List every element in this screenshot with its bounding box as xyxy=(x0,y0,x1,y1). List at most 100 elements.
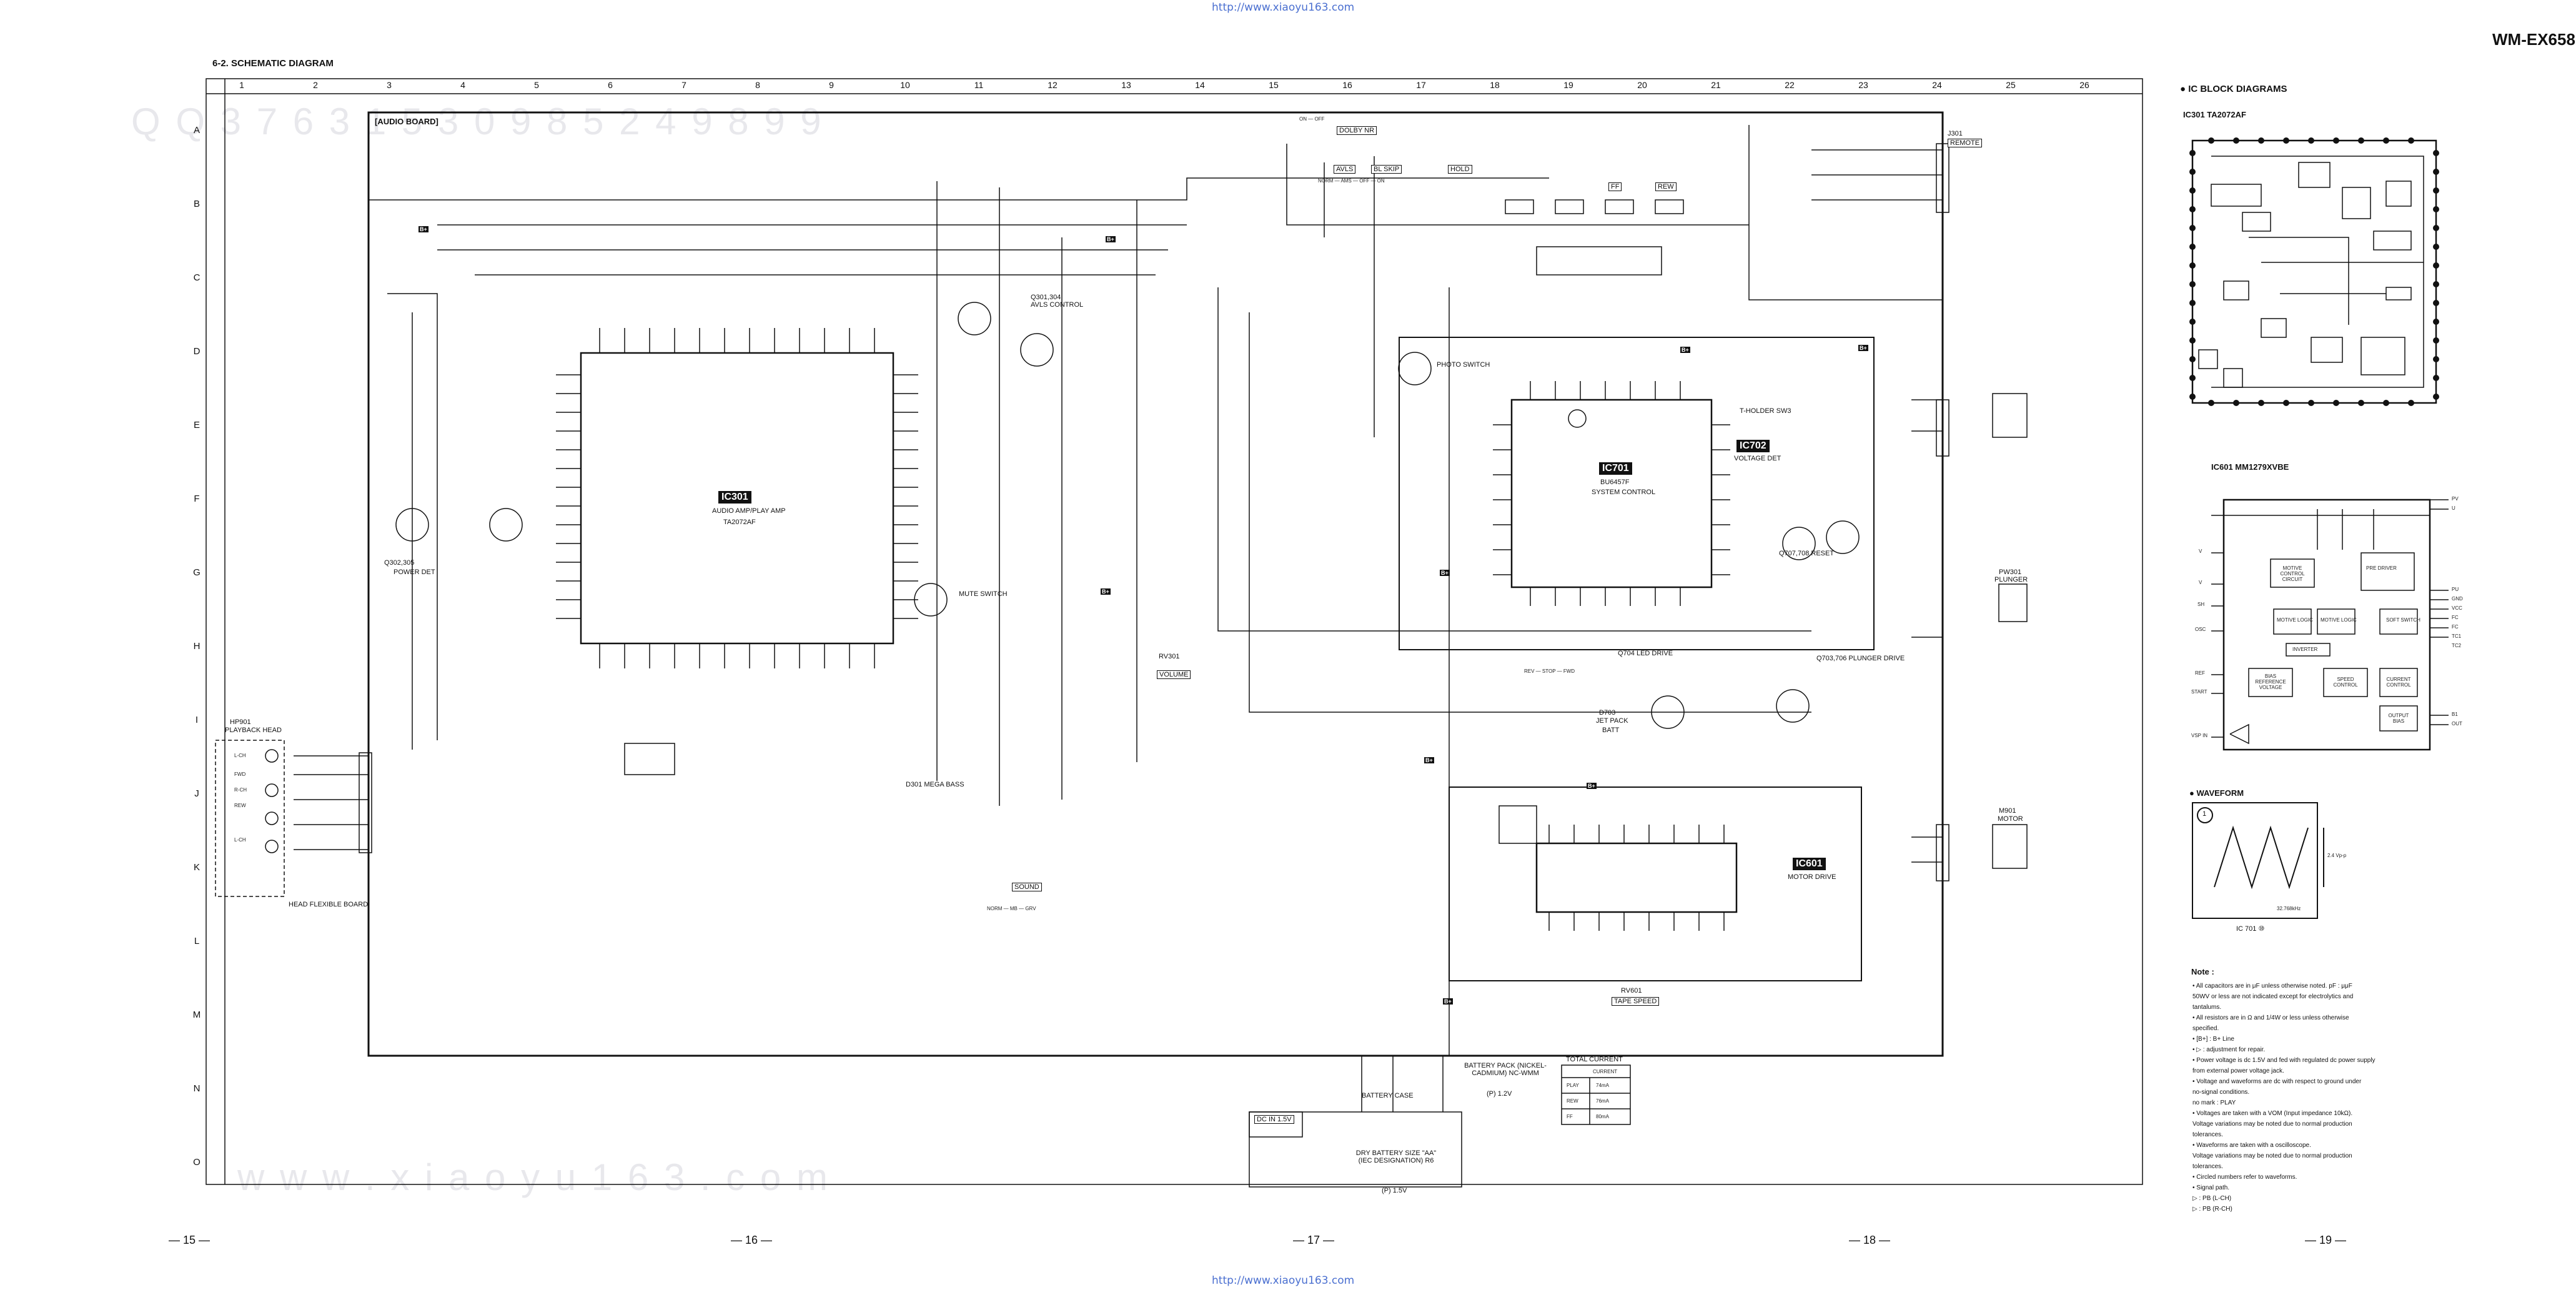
plunger-label: PLUNGER xyxy=(1994,576,2028,583)
ic601-block: BIAS REFERENCE VOLTAGE xyxy=(2255,673,2286,690)
col-label: 11 xyxy=(974,80,984,90)
remote-label: REMOTE xyxy=(1948,139,1983,147)
plunger-drive-label: Q703,706 PLUNGER DRIVE xyxy=(1816,655,1905,662)
head-flexible-label: HEAD FLEXIBLE BOARD xyxy=(289,901,369,908)
waveform-source: IC 701 ⑩ xyxy=(2236,925,2265,933)
note-line: tolerances. xyxy=(2192,1163,2223,1170)
page-number: — 19 — xyxy=(2305,1234,2347,1246)
waveform-amplitude: 2.4 Vp-p xyxy=(2327,853,2347,858)
row-label: H xyxy=(193,641,201,652)
note-line: Voltage variations may be noted due to n… xyxy=(2192,1153,2352,1159)
note-line: • Voltages are taken with a VOM (Input i… xyxy=(2192,1110,2353,1117)
col-label: 18 xyxy=(1490,80,1500,90)
row-ruler: A B C D E F G H I J K L M N O xyxy=(187,125,206,1187)
ic601-block: MOTIVE LOGIC xyxy=(2277,617,2313,623)
column-ruler: 1 2 3 4 5 6 7 8 9 10 11 12 13 14 15 16 1… xyxy=(206,80,2143,94)
motor-drive-area xyxy=(1449,786,1862,981)
s704-switch: REW xyxy=(1655,182,1677,191)
ic601-tag: IC601 xyxy=(1793,858,1826,870)
ic601-block: MOTIVE CONTROL CIRCUIT xyxy=(2280,565,2305,582)
total-current-title: TOTAL CURRENT xyxy=(1566,1056,1623,1063)
dry-battery-label: DRY BATTERY SIZE "AA" (IEC DESIGNATION) … xyxy=(1355,1149,1437,1164)
ic601-pin-left: VSP IN xyxy=(2191,733,2208,738)
head-pin: R-CH xyxy=(234,787,247,793)
j301-label: J301 xyxy=(1948,130,1963,137)
pw301-label: PW301 xyxy=(1999,568,2022,576)
ic601-pin-left: START xyxy=(2191,689,2207,695)
ic601-block: PRE DRIVER xyxy=(2366,565,2397,571)
ic601-pin-right: B1 xyxy=(2452,712,2458,717)
audio-board-title: [AUDIO BOARD] xyxy=(375,117,438,126)
note-line: from external power voltage jack. xyxy=(2192,1068,2284,1074)
ic702-desc: VOLTAGE DET xyxy=(1734,455,1781,462)
col-label: 10 xyxy=(900,80,910,90)
col-label: 4 xyxy=(460,80,465,90)
ic601-block: CURRENT CONTROL xyxy=(2386,677,2411,688)
ic301-block-outline xyxy=(2191,139,2437,404)
note-line: • Waveforms are taken with a oscilloscop… xyxy=(2192,1142,2311,1149)
source-url-top[interactable]: http://www.xiaoyu163.com xyxy=(1212,1,1355,14)
battery-pack-label: BATTERY PACK (NICKEL-CADMIUM) NC-WMM xyxy=(1464,1062,1547,1077)
b-plus-marker: B+ xyxy=(1443,998,1453,1005)
col-label: 25 xyxy=(2006,80,2016,90)
head-pin: REW xyxy=(234,803,246,808)
s703-switch: FF xyxy=(1608,182,1622,191)
note-line: tolerances. xyxy=(2192,1131,2223,1138)
power-det-label: POWER DET xyxy=(394,568,435,576)
q302-305-label: Q302,305 xyxy=(384,559,415,567)
page-number: — 16 — xyxy=(731,1234,773,1246)
s302-switch: AVLS xyxy=(1334,165,1356,174)
ic601-block-outline xyxy=(2222,499,2431,751)
note-line: no mark : PLAY xyxy=(2192,1099,2236,1106)
mega-bass-label: D301 MEGA BASS xyxy=(906,781,964,788)
waveform-frame xyxy=(2192,802,2318,919)
ic601-pin-right: GND xyxy=(2452,596,2463,602)
note-line: specified. xyxy=(2192,1025,2219,1032)
ic601-pin-right: PV xyxy=(2452,496,2459,502)
col-label: 14 xyxy=(1195,80,1205,90)
ic701-tag: IC701 xyxy=(1599,462,1632,475)
ic601-pin-right: TC2 xyxy=(2452,643,2462,648)
col-label: 26 xyxy=(2079,80,2089,90)
ic301-tag: IC301 xyxy=(718,491,751,504)
led-drive-label: Q704 LED DRIVE xyxy=(1618,650,1673,657)
waveform-number: 1 xyxy=(2202,810,2207,818)
head-flexible-board-outline xyxy=(215,740,285,897)
note-line: • Voltage and waveforms are dc with resp… xyxy=(2192,1078,2362,1085)
m901-label: M901 xyxy=(1999,807,2016,815)
on-off-label: ON — OFF xyxy=(1299,116,1325,122)
total-current-head: CURRENT xyxy=(1593,1069,1618,1074)
row-label: M xyxy=(192,1010,201,1020)
b-plus-marker: B+ xyxy=(1440,570,1450,576)
b-plus-marker: B+ xyxy=(1680,347,1690,353)
ic601-pin-left: REF xyxy=(2195,670,2205,676)
ic601-block: MOTIVE LOGIC xyxy=(2321,617,2357,623)
row-label: E xyxy=(193,420,200,430)
dry-battery-voltage: (P) 1.5V xyxy=(1382,1187,1407,1194)
col-label: 12 xyxy=(1048,80,1058,90)
head-pin: FWD xyxy=(234,772,246,777)
schematic-frame xyxy=(206,78,2143,1185)
col-label: 22 xyxy=(1785,80,1795,90)
note-line: • Signal path. xyxy=(2192,1184,2230,1191)
page-number: — 17 — xyxy=(1293,1234,1335,1246)
total-current-mode: FF xyxy=(1567,1114,1573,1119)
waveform-title: ● WAVEFORM xyxy=(2189,788,2244,798)
ic701-part: BU6457F xyxy=(1600,479,1630,486)
note-line: tantalums. xyxy=(2192,1004,2222,1011)
battery-pack-voltage: (P) 1.2V xyxy=(1487,1090,1512,1098)
ic601-pin-left: OSC xyxy=(2195,627,2206,632)
col-label: 24 xyxy=(1932,80,1942,90)
s705-switch: HOLD xyxy=(1448,165,1472,174)
row-label: G xyxy=(193,567,201,578)
note-line: 50WV or less are not indicated except fo… xyxy=(2192,993,2354,1000)
total-current-value: 76mA xyxy=(1596,1098,1609,1104)
source-url-bottom[interactable]: http://www.xiaoyu163.com xyxy=(1212,1274,1355,1287)
watermark-site: w w w . x i a o y u 1 6 3 . c o m xyxy=(237,1156,830,1198)
rew-stop-fwd: REV — STOP — FWD xyxy=(1524,668,1575,674)
tape-speed-label: TAPE SPEED xyxy=(1612,997,1660,1006)
motor-label: MOTOR xyxy=(1998,815,2023,823)
battery-case-outline xyxy=(1249,1111,1462,1188)
b-plus-marker: B+ xyxy=(1101,588,1111,595)
